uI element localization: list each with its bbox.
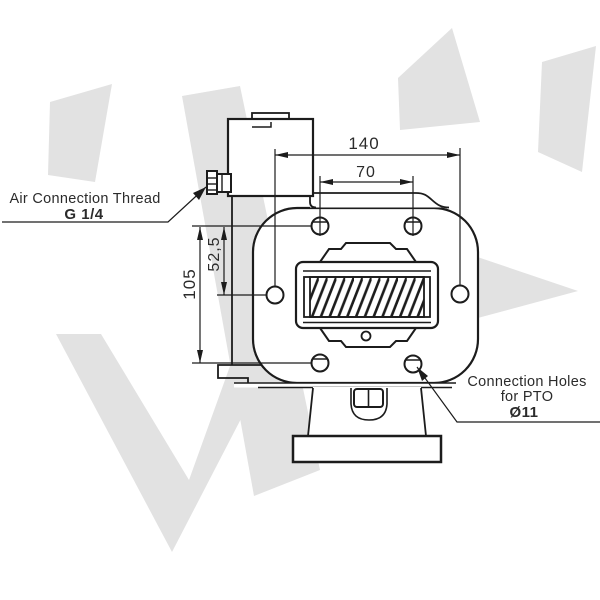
pedestal-and-base [234, 382, 456, 464]
air-housing-box [226, 117, 315, 198]
air-thread-title: Air Connection Thread [9, 191, 160, 207]
pedestal-right-side [420, 387, 427, 437]
gear-center-hole [360, 330, 372, 342]
gear-assembly [294, 242, 440, 348]
pto-holes-subtitle: for PTO [501, 389, 554, 405]
leader-arrowheads [193, 187, 428, 381]
leader-lines [2, 186, 600, 423]
dimension-arrowheads [197, 152, 460, 363]
pedestal-left-side [307, 387, 314, 437]
watermark-stroke-3 [398, 28, 480, 130]
air-thread-arrow [193, 187, 206, 200]
pto-holes-diameter: Ø11 [509, 404, 538, 421]
helical-gear-teeth [309, 276, 425, 318]
pto-connection-holes [265, 216, 470, 374]
air-fitting [206, 170, 232, 195]
dim-140-label: 140 [348, 134, 379, 153]
watermark-stroke-1 [48, 84, 112, 182]
pto-holes-arrow [417, 367, 428, 381]
pto-holes-title: Connection Holes [467, 374, 586, 390]
flange-hump-left-notch [309, 193, 317, 209]
hole-bottom-left [310, 353, 330, 373]
watermark-stroke-4 [538, 46, 596, 172]
dim-105-label: 105 [180, 268, 199, 299]
dim-70-label: 70 [356, 164, 376, 181]
air-housing-tab-step [252, 122, 272, 128]
flange-top-hump-outline [310, 192, 450, 209]
hole-mid-right [450, 284, 470, 304]
pto-holes-leader [416, 366, 600, 423]
annotation-text: 140 70 105 52,5 Air Connection Thread G … [9, 134, 586, 421]
gear-top-boss [318, 242, 418, 263]
base-plate [291, 434, 443, 464]
hole-mid-left [265, 285, 285, 305]
air-thread-leader [2, 186, 207, 223]
watermark-chevron-left [56, 330, 287, 552]
flange-top-hump-fill [310, 193, 449, 208]
air-thread-size: G 1/4 [64, 206, 103, 223]
dim-52-5-label: 52,5 [206, 236, 223, 271]
air-shift-housing [206, 112, 315, 198]
